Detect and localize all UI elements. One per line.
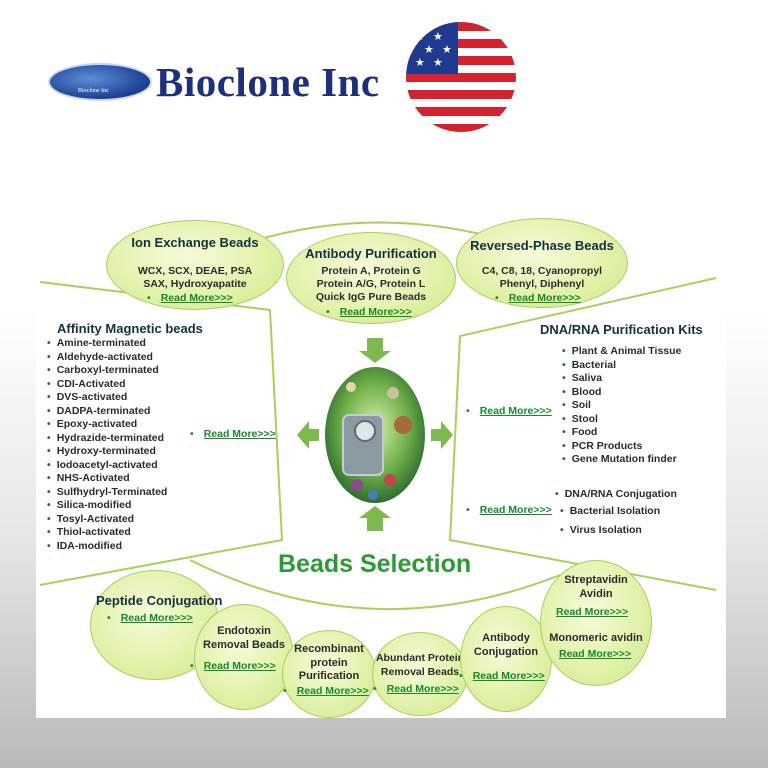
list-item: Sulfhydryl-Terminated xyxy=(47,486,168,500)
list-item: Hydroxy-terminated xyxy=(47,445,167,459)
ion-exchange-read-more[interactable]: Read More>>> xyxy=(147,292,233,304)
peptide-title: Peptide Conjugation xyxy=(96,593,223,608)
list-item: Iodoacetyl-activated xyxy=(47,459,167,473)
list-item: DVS-activated xyxy=(47,391,167,405)
list-item: Tosyl-Activated xyxy=(47,513,167,527)
list-item: Hydrazide-terminated xyxy=(47,432,167,446)
list-item: Aldehyde-activated xyxy=(47,351,167,365)
list-item: Carboxyl-terminated xyxy=(47,364,167,378)
antibody-conjugation-line2: Conjugation xyxy=(473,646,539,658)
peptide-read-more[interactable]: Read More>>> xyxy=(107,612,193,624)
virus-isolation-list: Virus Isolation xyxy=(560,524,642,538)
list-item: IDA-modified xyxy=(47,540,167,554)
abundant-read-more[interactable]: Read More>>> xyxy=(373,683,459,695)
ion-exchange-title: Ion Exchange Beads xyxy=(131,235,259,250)
recombinant-line3: Purification xyxy=(298,670,360,682)
list-item: Plant & Animal Tissue xyxy=(562,345,682,359)
reversed-phase-line2: Phenyl, Diphenyl xyxy=(499,278,585,290)
streptavidin-line2: Avidin xyxy=(579,588,613,600)
list-item: Gene Mutation finder xyxy=(562,453,681,467)
list-item: Stool xyxy=(562,413,681,427)
dna-rna-conjugation-list: DNA/RNA Conjugation xyxy=(555,488,677,502)
streptavidin-bubble xyxy=(540,560,652,686)
list-item: PCR Products xyxy=(562,440,681,454)
antibody-conjugation-line1: Antibody xyxy=(482,632,530,644)
svg-text:★: ★ xyxy=(424,43,434,56)
reversed-phase-line1: C4, C8, 18, Cyanopropyl xyxy=(481,265,603,277)
us-flag-icon[interactable]: ★★ ★★ ★★ xyxy=(406,22,516,132)
svg-text:★: ★ xyxy=(415,56,425,69)
logo-small-text: Bioclone Inc xyxy=(78,88,109,94)
recombinant-line2: protein xyxy=(310,657,348,669)
antibody-purification-title: Antibody Purification xyxy=(305,246,437,261)
antibody-purification-read-more[interactable]: Read More>>> xyxy=(326,306,412,318)
dna-rna-read-more[interactable]: Read More>>> xyxy=(466,405,552,417)
abundant-line2: Removal Beads xyxy=(380,666,460,678)
antibody-conjugation-read-more[interactable]: Read More>>> xyxy=(459,670,545,682)
antibody-purification-line3: Quick IgG Pure Beads xyxy=(315,291,427,303)
svg-text:★: ★ xyxy=(433,56,443,69)
streptavidin-line1: Streptavidin xyxy=(564,574,628,586)
abundant-line1: Abundant Protein xyxy=(375,652,465,664)
list-item: Silica-modified xyxy=(47,499,167,513)
monomeric-avidin-read-more[interactable]: Read More>>> xyxy=(559,648,632,660)
list-item: DADPA-terminated xyxy=(47,405,167,419)
list-item: Bacterial xyxy=(562,359,681,373)
streptavidin-line3: Monomeric avidin xyxy=(549,632,643,644)
list-item: Soil xyxy=(562,399,681,413)
abundant-bubble xyxy=(372,632,468,716)
reversed-phase-title: Reversed-Phase Beads xyxy=(470,238,614,253)
list-item: Food xyxy=(562,426,681,440)
dna-rna-title: DNA/RNA Purification Kits xyxy=(540,322,703,337)
list-item: Amine-terminated xyxy=(47,337,167,351)
bacterial-isolation-list: Bacterial Isolation xyxy=(560,505,660,519)
list-item: Thiol-activated xyxy=(47,526,167,540)
list-item: Saliva xyxy=(562,372,681,386)
list-item: DNA/RNA Conjugation xyxy=(555,488,677,502)
conjugation-read-more[interactable]: Read More>>> xyxy=(466,504,552,516)
list-item: Epoxy-activated xyxy=(47,418,167,432)
reversed-phase-read-more[interactable]: Read More>>> xyxy=(495,292,581,304)
ion-exchange-line2: SAX, Hydroxyapatite xyxy=(143,278,247,290)
affinity-title: Affinity Magnetic beads xyxy=(57,321,203,336)
ion-exchange-line1: WCX, SCX, DEAE, PSA xyxy=(137,265,253,277)
list-item: Bacterial Isolation xyxy=(560,505,660,519)
antibody-conjugation-bubble xyxy=(460,606,552,712)
list-item: Virus Isolation xyxy=(560,524,642,538)
recombinant-read-more[interactable]: Read More>>> xyxy=(283,685,369,697)
list-item: Blood xyxy=(562,386,681,400)
list-item: CDI-Activated xyxy=(47,378,167,392)
recombinant-line1: Recombinant xyxy=(294,643,364,655)
svg-text:★: ★ xyxy=(442,43,452,56)
endotoxin-line1: Endotoxin xyxy=(217,625,271,637)
beads-selection-title: Beads Selection xyxy=(278,550,472,578)
brand-name: Bioclone Inc xyxy=(156,59,380,105)
endotoxin-line2: Removal Beads xyxy=(203,639,285,651)
antibody-purification-line2: Protein A/G, Protein L xyxy=(316,278,426,290)
dna-rna-list: Plant & Animal Tissue Bacterial Saliva B… xyxy=(562,345,682,467)
beads-center-illustration xyxy=(297,338,453,531)
endotoxin-read-more[interactable]: Read More>>> xyxy=(190,660,276,672)
streptavidin-read-more[interactable]: Read More>>> xyxy=(556,606,629,618)
bioclone-logo-emblem xyxy=(48,63,152,101)
affinity-read-more[interactable]: Read More>>> xyxy=(190,428,276,440)
svg-text:★: ★ xyxy=(433,30,443,43)
antibody-purification-line1: Protein A, Protein G xyxy=(321,265,421,277)
affinity-list: Amine-terminated Aldehyde-activated Carb… xyxy=(47,337,168,554)
endotoxin-bubble xyxy=(194,604,294,710)
list-item: NHS-Activated xyxy=(47,472,167,486)
